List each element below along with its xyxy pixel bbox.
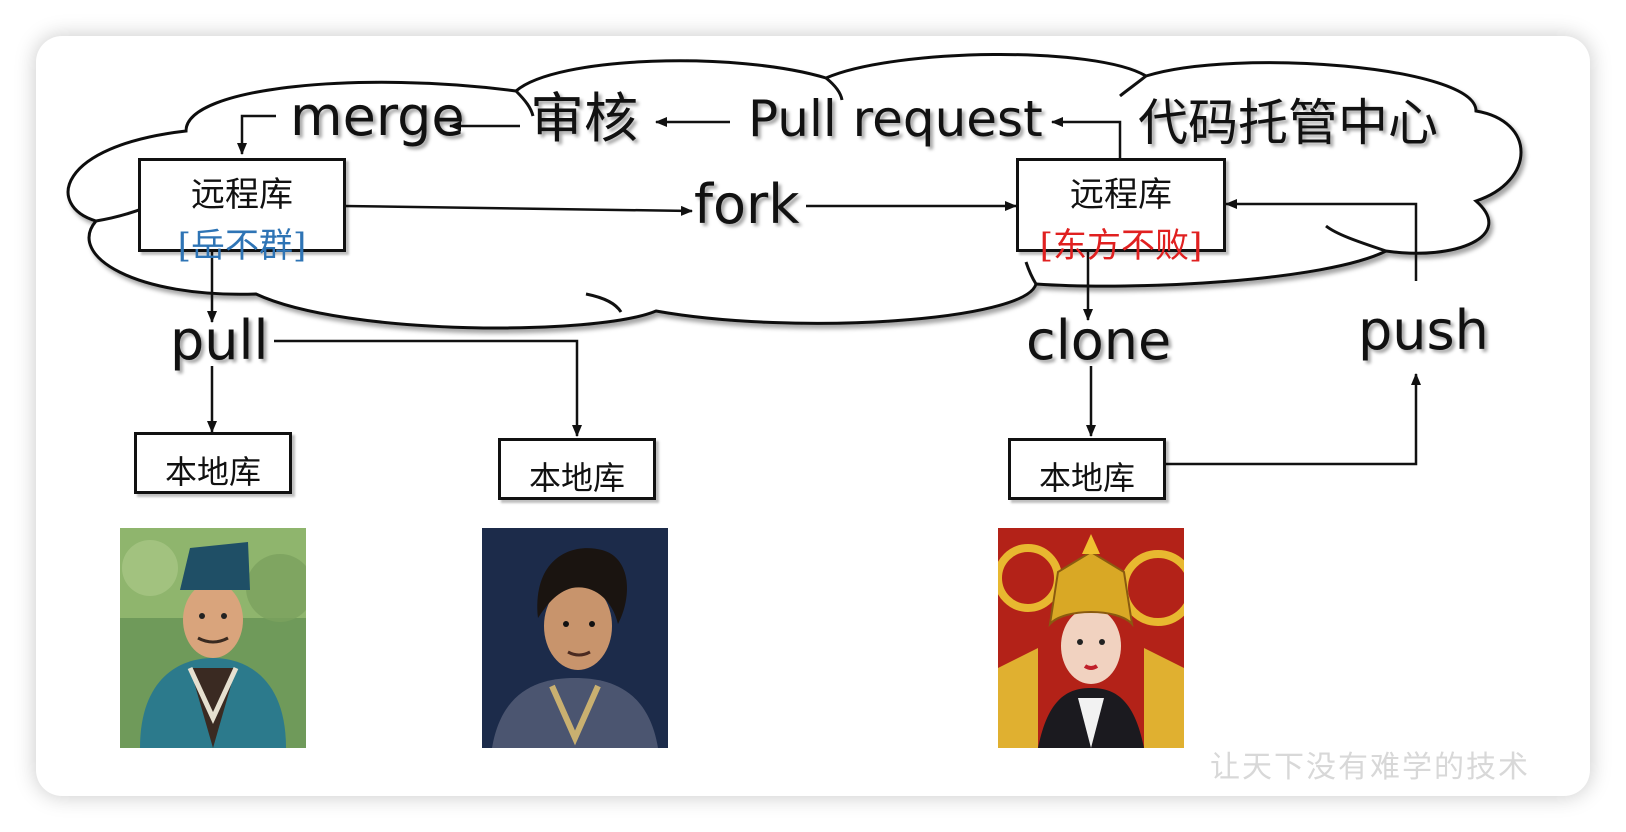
cloud-inner-strokes — [95, 74, 1387, 313]
push-label: push — [1358, 299, 1489, 362]
remote-repo-owner: [东方不败] — [1039, 226, 1203, 266]
fork-label: fork — [694, 173, 800, 236]
remote-repo-title: 远程库 — [191, 175, 293, 215]
watermark: 让天下没有难学的技术 — [1210, 750, 1530, 785]
arrows — [207, 114, 1421, 466]
local-repo-1: 本地库 — [134, 432, 292, 494]
clone-label: clone — [1026, 309, 1172, 372]
diagram-card: merge 审核 Pull request 代码托管中心 fork 远程库 [岳… — [36, 36, 1590, 796]
hosting-center-label: 代码托管中心 — [1138, 94, 1438, 152]
pull-request-label: Pull request — [748, 90, 1043, 148]
merge-label: merge — [290, 85, 465, 148]
diagram-lines — [66, 52, 1523, 466]
photo-linghu-chong — [482, 528, 668, 748]
remote-repo-yue: 远程库 [岳不群] — [138, 158, 346, 266]
photo-dongfang-bubai — [998, 528, 1184, 748]
review-label: 审核 — [530, 87, 638, 150]
cloud-shape — [66, 52, 1523, 330]
pull-label: pull — [170, 309, 269, 372]
remote-repo-dongfang: 远程库 [东方不败] — [1016, 158, 1226, 266]
local-repo-2: 本地库 — [498, 438, 656, 500]
photo-yue-buqun — [120, 528, 306, 748]
local-repo-3: 本地库 — [1008, 438, 1166, 500]
remote-repo-title: 远程库 — [1070, 175, 1172, 215]
remote-repo-owner: [岳不群] — [177, 226, 307, 266]
